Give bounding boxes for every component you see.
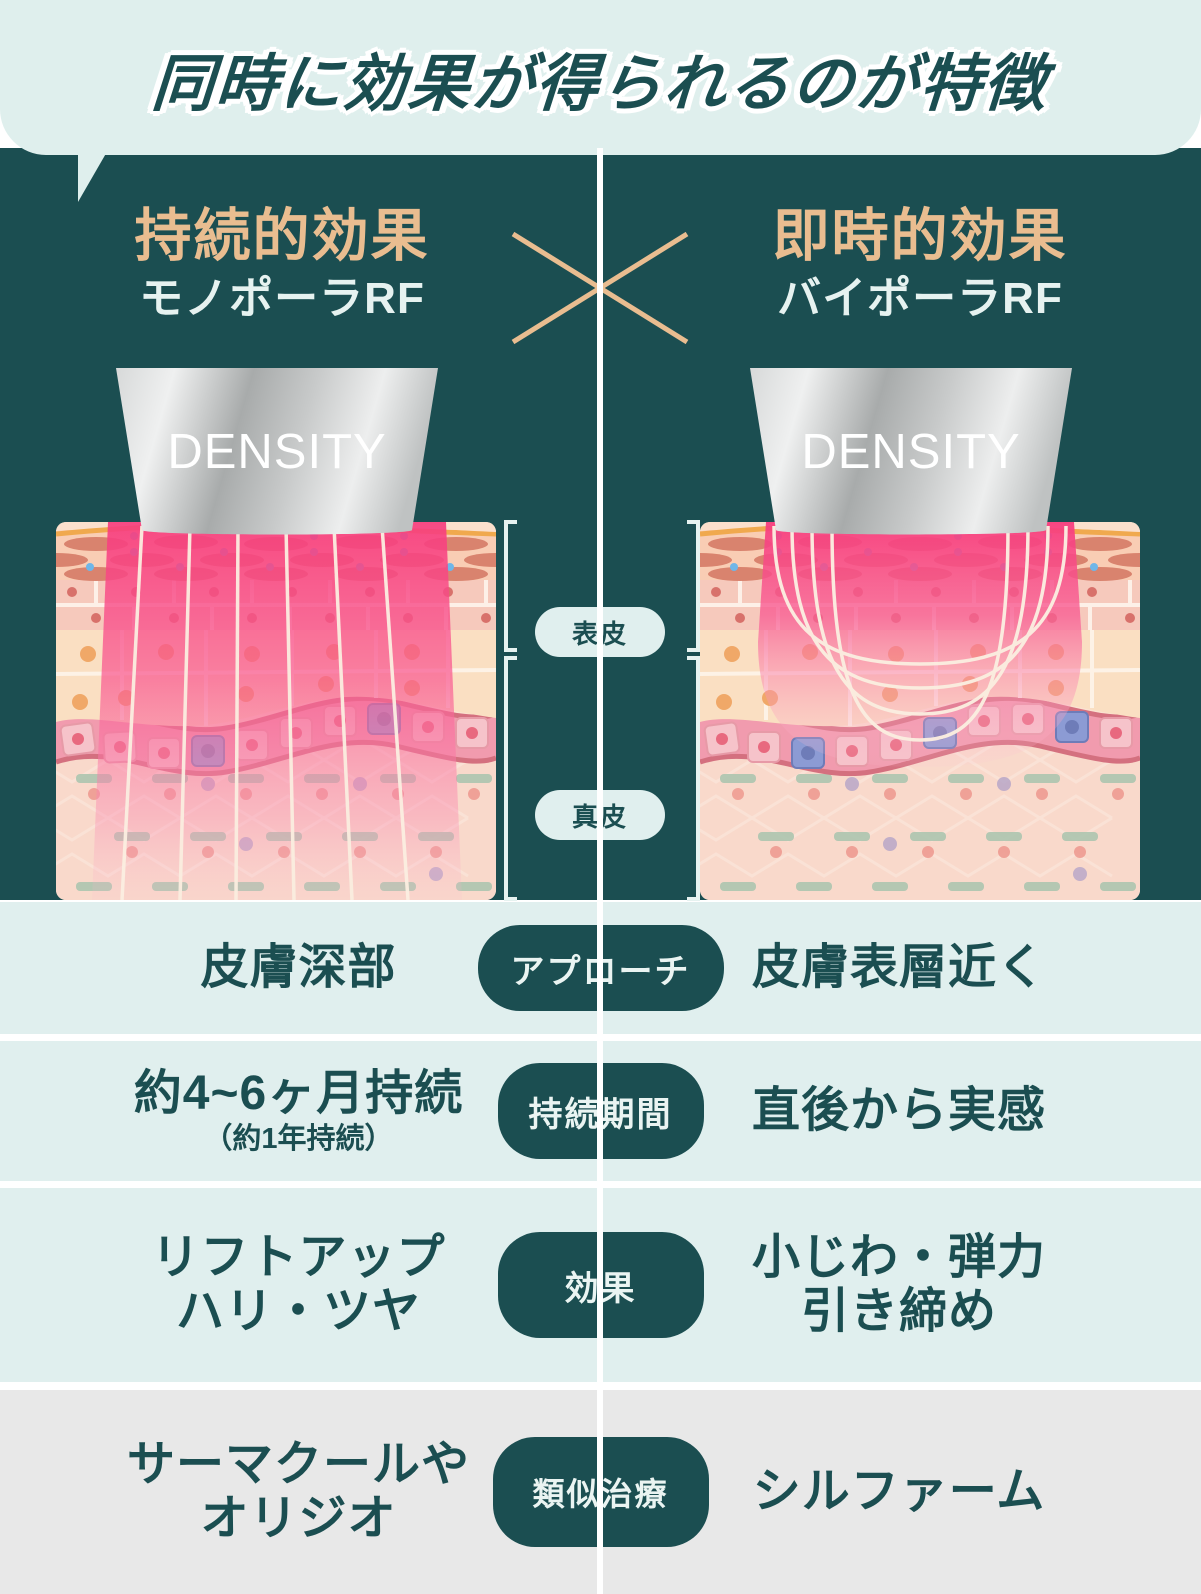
- row3-left-line2: ハリ・ツヤ: [175, 1285, 421, 1338]
- row2-left-note: （約1年持続）: [203, 1122, 394, 1155]
- speech-bubble-tail: [78, 150, 108, 202]
- right-headline: 即時的効果: [772, 204, 1068, 268]
- speech-bubble: [0, 0, 1201, 155]
- row2-right-cell: 直後から実感: [597, 1041, 1201, 1181]
- row3-right-line2: 引き締め: [800, 1285, 997, 1338]
- page-title: 同時に効果が得られるのが特徴: [149, 49, 1051, 119]
- density-probe-right: [750, 368, 1072, 535]
- right-subhead: バイポーラRF: [777, 273, 1063, 323]
- row3-left-line1: リフトアップ: [151, 1231, 446, 1285]
- row2-left-cell: 約4~6ヶ月持続 （約1年持続）: [0, 1041, 597, 1181]
- row1-left-cell: 皮膚深部: [0, 902, 597, 1034]
- row4-right-line1: シルファーム: [752, 1465, 1046, 1519]
- row4-left-line1: サーマクールや: [126, 1438, 470, 1492]
- density-probe-label-right: DENSITY: [801, 425, 1021, 479]
- density-probe-left: [116, 368, 438, 535]
- left-subhead: モノポーラRF: [139, 273, 425, 323]
- density-probe-label-left: DENSITY: [167, 425, 387, 479]
- center-divider: [597, 148, 603, 1594]
- row3-right-line1: 小じわ・弾力: [751, 1231, 1046, 1285]
- column-heading-left: 持続的効果 モノポーラRF: [22, 204, 542, 326]
- row4-left-cell: サーマクールや オリジオ: [0, 1390, 597, 1594]
- row3-left-cell: リフトアップ ハリ・ツヤ: [0, 1188, 597, 1382]
- left-headline: 持続的効果: [134, 204, 430, 268]
- layer-brackets: [504, 520, 700, 901]
- row2-left-line1: 約4~6ヶ月持続: [133, 1066, 464, 1120]
- row4-left-line2: オリジオ: [200, 1492, 397, 1545]
- row1-right-cell: 皮膚表層近く: [597, 902, 1201, 1034]
- column-heading-right: 即時的効果 バイポーラRF: [660, 204, 1180, 326]
- skin-cross-section-left: [56, 522, 496, 900]
- row3-right-cell: 小じわ・弾力 引き締め: [597, 1188, 1201, 1382]
- row1-right-line1: 皮膚表層近く: [751, 941, 1046, 995]
- row2-right-line1: 直後から実感: [751, 1084, 1046, 1138]
- skin-cross-section-right: [700, 522, 1140, 900]
- row1-left-line1: 皮膚深部: [200, 941, 397, 995]
- row4-right-cell: シルファーム: [597, 1390, 1201, 1594]
